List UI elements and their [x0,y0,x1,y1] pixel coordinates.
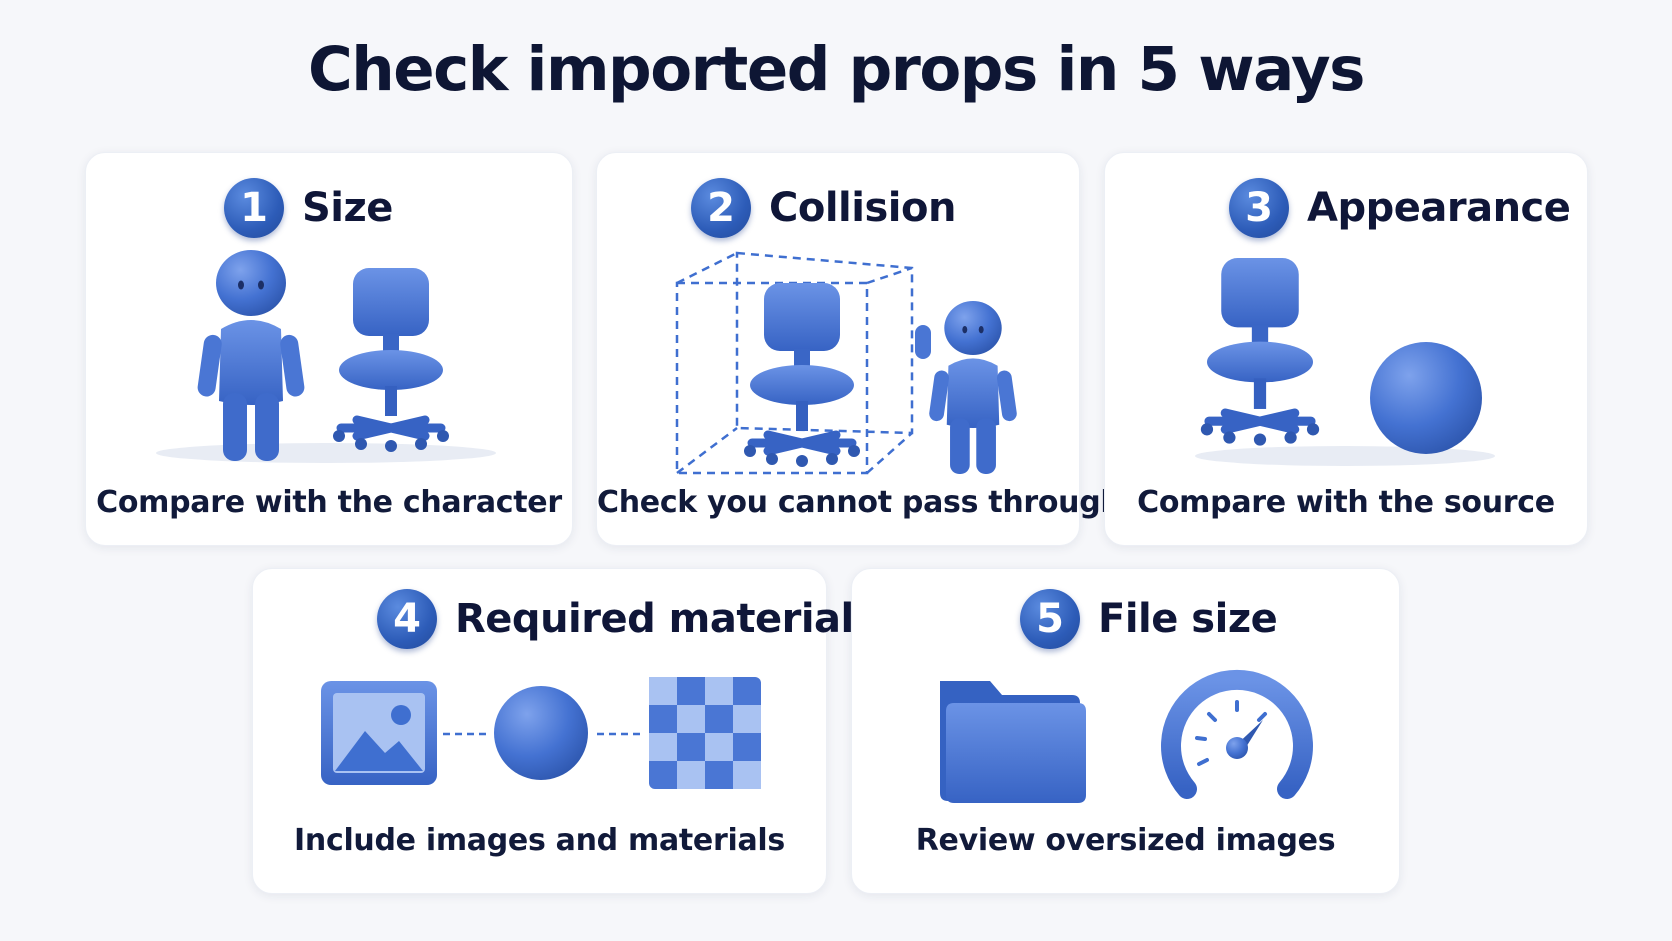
card-filesize-header: 5 File size [1020,589,1278,649]
card-collision-caption: Check you cannot pass through [597,485,1122,520]
card-appearance-caption: Compare with the source [1137,485,1555,520]
folder-icon [940,681,1086,803]
step-badge-1: 1 [224,178,284,238]
card-file-size: 5 File size Review oversized images [851,568,1400,894]
card-filesize-title: File size [1098,596,1278,642]
card-size: 1 Size Compare with the character [85,152,573,546]
card-size-header: 1 Size [224,178,393,238]
step-badge-3: 3 [1229,178,1289,238]
card-materials-header: 4 Required materials [377,589,878,649]
card-required-materials: 4 Required materials Include images and … [252,568,878,894]
chair-and-sphere-icon [1195,248,1495,466]
gauge-icon [1161,670,1313,799]
page-title: Check imported props in 5 ways [308,34,1365,105]
collision-box-icon [675,251,1018,475]
sphere-icon [494,686,588,780]
card-appearance-title: Appearance [1307,185,1571,231]
materials-chain-icon [321,677,761,789]
character-and-chair-icon [156,250,496,463]
card-materials-caption: Include images and materials [294,823,785,858]
card-collision-title: Collision [769,185,956,231]
card-collision-header: 2 Collision [691,178,956,238]
card-appearance: 3 Appearance Compare with the source [1104,152,1588,546]
step-badge-4: 4 [377,589,437,649]
image-icon [321,681,437,785]
step-badge-5: 5 [1020,589,1080,649]
card-collision: 2 Collision Check you cannot pass throug… [596,152,1122,546]
card-size-title: Size [302,185,393,231]
card-appearance-header: 3 Appearance [1229,178,1571,238]
texture-checker-icon [649,677,761,789]
card-materials-title: Required materials [455,596,878,642]
step-badge-2: 2 [691,178,751,238]
file-size-icons [940,670,1313,803]
card-size-caption: Compare with the character [96,485,562,520]
card-filesize-caption: Review oversized images [915,823,1336,858]
